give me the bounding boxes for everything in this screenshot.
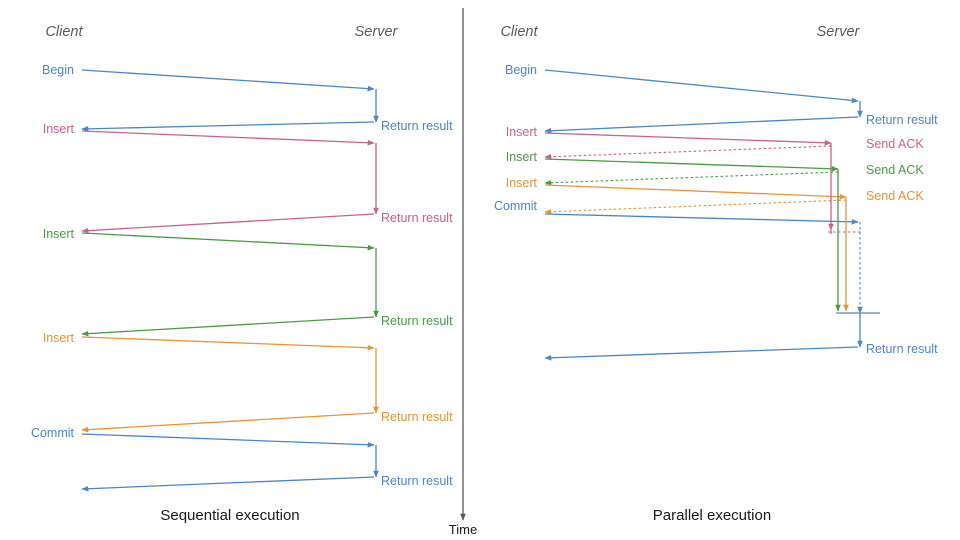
parallel-server-msg-4: Return result (866, 342, 938, 356)
sequential-client-msg-3: Insert (43, 331, 75, 345)
sequential-server-msg-3: Return result (381, 410, 453, 424)
sequential-server-lane-title: Server (355, 24, 399, 40)
sequential-insert3-request (81, 336, 375, 351)
sequential-client-msg-1: Insert (43, 122, 75, 136)
parallel-caption: Parallel execution (653, 507, 771, 524)
parallel-client-msg-3: Insert (506, 176, 538, 190)
parallel-commit-return (544, 346, 859, 361)
sequential-insert1-return (81, 213, 375, 234)
sequential-client-msg-4: Commit (31, 426, 75, 440)
parallel-begin-request (544, 69, 859, 104)
parallel-client-msg-0: Begin (505, 63, 537, 77)
sequential-client-msg-0: Begin (42, 63, 74, 77)
parallel-insert3-request (544, 184, 847, 200)
message-lines-layer (81, 8, 880, 521)
parallel-client-msg-4: Commit (494, 199, 538, 213)
sequential-server-msg-0: Return result (381, 119, 453, 133)
sequential-client-msg-2: Insert (43, 227, 75, 241)
sequential-client-lane-title: Client (45, 24, 83, 40)
parallel-insert3-ack (544, 199, 847, 215)
sequential-commit-request (81, 433, 375, 448)
sequential-caption: Sequential execution (160, 507, 299, 524)
parallel-client-msg-2: Insert (506, 150, 538, 164)
parallel-server-msg-0: Return result (866, 113, 938, 127)
parallel-client-lane-title: Client (500, 24, 538, 40)
time-axis-label: Time (449, 522, 477, 537)
sequential-server-msg-1: Return result (381, 211, 453, 225)
sequential-server-msg-4: Return result (381, 474, 453, 488)
parallel-client-msg-1: Insert (506, 125, 538, 139)
sequential-insert2-request (81, 232, 375, 251)
sequential-server-msg-2: Return result (381, 314, 453, 328)
sequential-commit-return (81, 476, 375, 492)
parallel-server-msg-2: Send ACK (866, 163, 924, 177)
parallel-insert1-ack (544, 145, 832, 160)
sequential-begin-request (81, 69, 375, 92)
parallel-server-msg-1: Send ACK (866, 137, 924, 151)
parallel-begin-return (544, 116, 859, 134)
parallel-insert2-request (544, 158, 839, 172)
sequential-insert3-return (81, 412, 375, 433)
parallel-server-lane-title: Server (817, 24, 861, 40)
parallel-commit-request (544, 213, 859, 225)
sequential-begin-return (81, 121, 375, 132)
sequential-insert2-return (81, 316, 375, 337)
sequential-insert1-request (81, 130, 375, 146)
parallel-insert1-request (544, 132, 832, 146)
parallel-server-msg-3: Send ACK (866, 189, 924, 203)
parallel-insert2-ack (544, 171, 839, 186)
